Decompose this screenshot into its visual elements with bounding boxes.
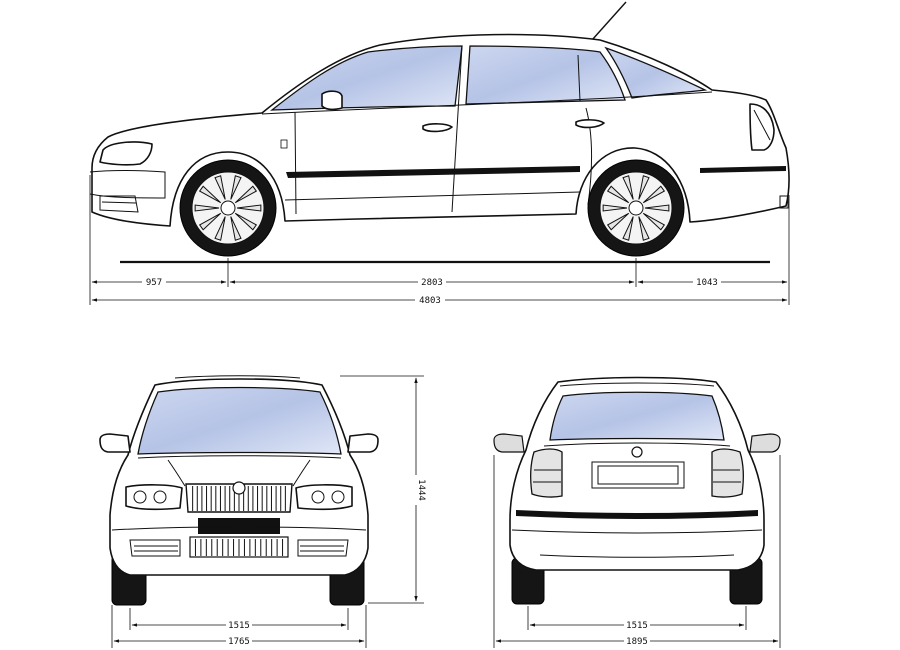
wheel-spoke <box>234 185 258 204</box>
side-headlamp <box>99 141 153 166</box>
side-taillamp <box>749 103 775 151</box>
wheel-spoke <box>602 204 628 212</box>
wheel-spoke <box>638 216 650 241</box>
wheel-spoke <box>198 212 222 231</box>
rear-mirror-right <box>749 433 781 453</box>
front-badge <box>232 481 246 495</box>
wheel-spoke <box>214 175 226 200</box>
wheel-spoke <box>234 212 258 231</box>
rear-view: 1515 1895 <box>493 376 781 648</box>
rear-badge <box>631 446 643 458</box>
dim-overall-length: 4803 <box>419 296 441 306</box>
front-mirror-right <box>347 433 379 453</box>
dim-wheelbase: 2803 <box>421 278 443 288</box>
side-mirror <box>321 90 343 111</box>
wheel-spoke <box>214 216 226 241</box>
dim-front-overhang: 957 <box>146 278 162 288</box>
side-rear-wheel <box>587 159 685 257</box>
wheel-spoke <box>638 175 650 200</box>
antenna <box>591 1 627 41</box>
dim-overall-width: 1765 <box>228 637 250 647</box>
dim-front-track: 1515 <box>228 621 250 631</box>
side-molding <box>286 166 580 178</box>
front-windshield <box>137 386 342 455</box>
wheel-spoke <box>194 204 220 212</box>
side-window-rear <box>465 45 626 105</box>
side-view: 957 2803 1043 4803 <box>89 1 790 306</box>
dim-rear-track: 1515 <box>626 621 648 631</box>
front-view: 1515 1765 1444 <box>99 375 426 648</box>
rear-window <box>549 391 725 441</box>
wheel-spoke <box>230 216 242 241</box>
rear-taillamp-left <box>530 448 563 498</box>
front-plate <box>198 518 280 534</box>
door-handle-rear <box>575 119 605 129</box>
front-mirror-left <box>99 433 131 453</box>
door-handle-front <box>422 123 453 133</box>
wheel-spoke <box>642 212 666 231</box>
dim-width-mirrors: 1895 <box>626 637 648 647</box>
wheel-spoke <box>606 212 630 231</box>
wheel-spoke <box>622 175 634 200</box>
rear-mirror-left <box>493 433 525 453</box>
side-window-front <box>270 45 463 111</box>
rear-taillamp-right <box>711 448 744 498</box>
side-rear-window <box>604 46 708 99</box>
wheel-spoke <box>230 175 242 200</box>
rear-bumper-strip <box>516 510 758 519</box>
wheel-spoke <box>642 185 666 204</box>
dim-rear-overhang: 1043 <box>696 278 718 288</box>
side-front-wheel <box>179 159 277 257</box>
wheel-spoke <box>606 185 630 204</box>
rear-plate <box>591 461 685 489</box>
wheel-spoke <box>644 204 670 212</box>
wheel-spoke <box>198 185 222 204</box>
dim-height: 1444 <box>416 479 426 501</box>
wheel-spoke <box>622 216 634 241</box>
wheel-spoke <box>236 204 262 212</box>
